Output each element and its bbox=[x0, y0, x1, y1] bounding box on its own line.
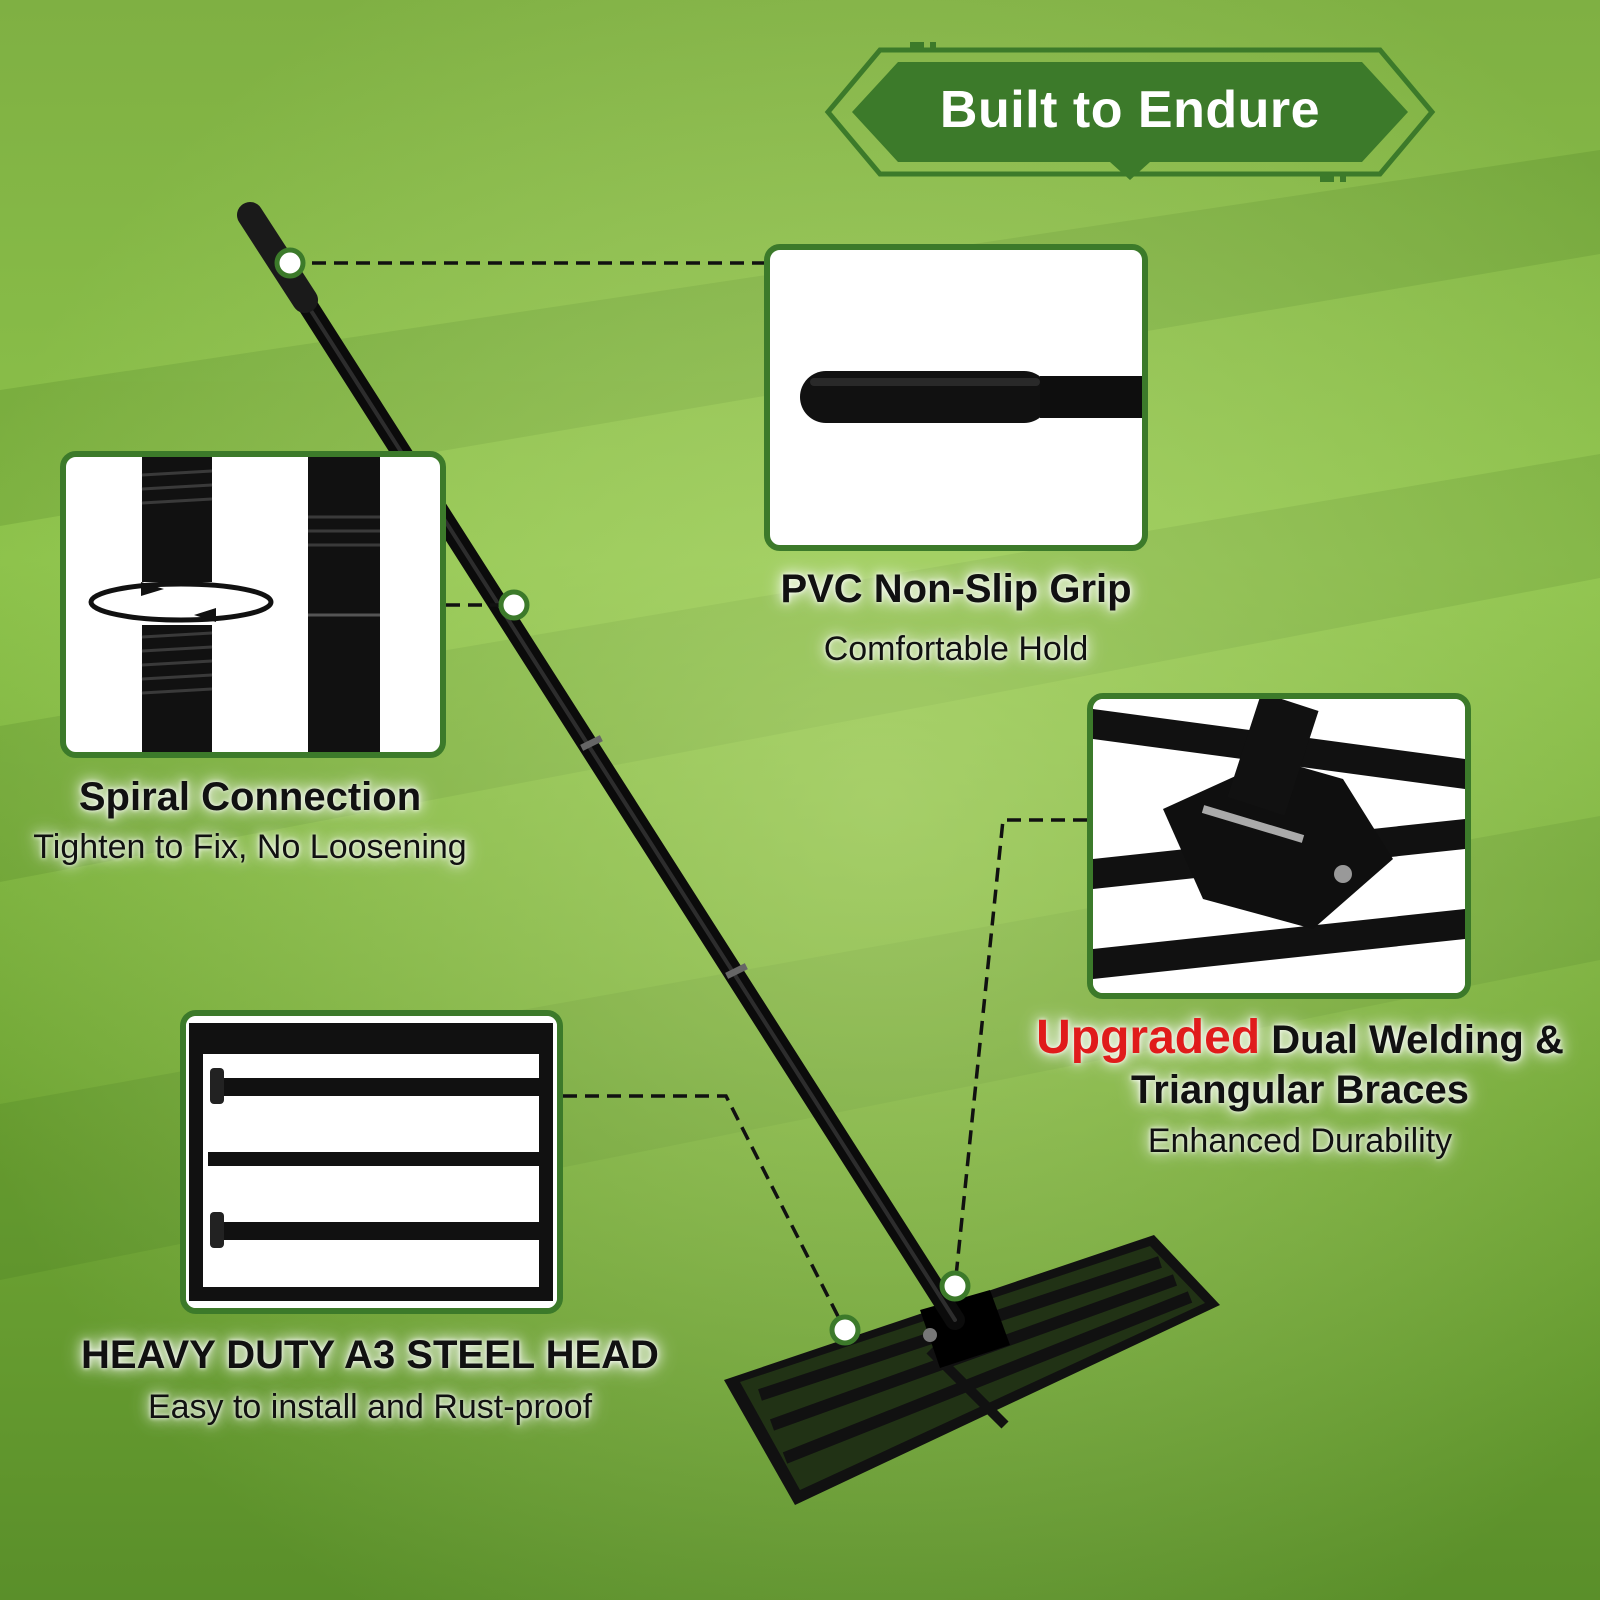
spiral-illustration bbox=[88, 457, 380, 752]
grip-illustration bbox=[800, 371, 1142, 423]
upgraded-highlight: Upgraded bbox=[1036, 1011, 1261, 1064]
welding-title: Upgraded Dual Welding & bbox=[1010, 1010, 1590, 1065]
head-subtitle: Easy to install and Rust-proof bbox=[147, 1388, 593, 1426]
spiral-subtitle: Tighten to Fix, No Loosening bbox=[33, 828, 467, 866]
head-callout-image bbox=[180, 1010, 563, 1314]
rake-head bbox=[724, 1235, 1220, 1505]
head-title: HEAVY DUTY A3 STEEL HEAD bbox=[81, 1333, 659, 1377]
rake-pole bbox=[237, 202, 965, 1330]
banner-title: Built to Endure bbox=[939, 81, 1321, 139]
grip-callout-image bbox=[764, 244, 1148, 551]
welding-illustration bbox=[1093, 699, 1465, 993]
welding-subtitle: Enhanced Durability bbox=[1147, 1122, 1453, 1160]
welding-callout-image bbox=[1087, 693, 1471, 999]
welding-title-rest: Dual Welding & bbox=[1260, 1018, 1564, 1062]
banner-shape bbox=[824, 42, 1436, 182]
head-illustration bbox=[186, 1016, 557, 1308]
grip-title: PVC Non-Slip Grip bbox=[780, 567, 1132, 611]
welding-title-line2: Triangular Braces bbox=[1131, 1068, 1469, 1112]
callout-dots bbox=[274, 247, 971, 1346]
banner: Built to Endure bbox=[820, 42, 1440, 182]
grip-subtitle: Comfortable Hold bbox=[823, 630, 1089, 668]
spiral-callout-image bbox=[60, 451, 446, 758]
spiral-title: Spiral Connection bbox=[78, 775, 422, 819]
